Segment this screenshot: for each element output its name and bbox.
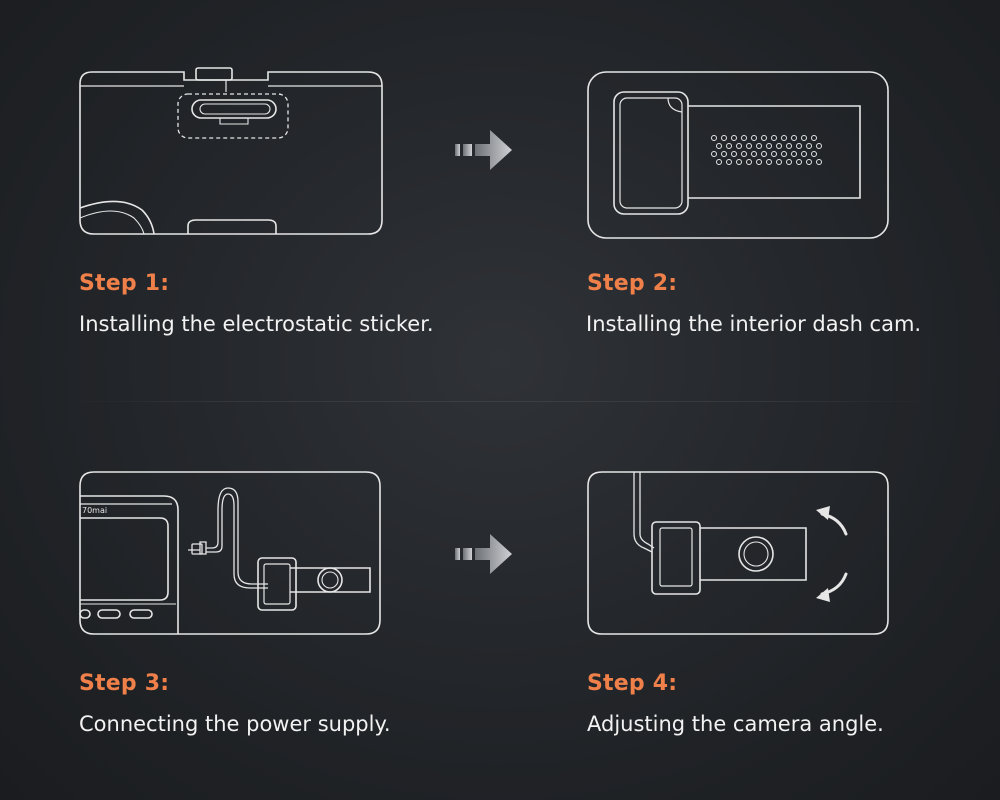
step-1-description: Installing the electrostatic sticker. — [79, 312, 434, 336]
arrow-right-icon — [452, 118, 516, 182]
step-2-title: Step 2: — [587, 271, 678, 296]
brand-mark: 70mai — [82, 506, 107, 515]
step-3-illustration: 70mai — [79, 471, 381, 640]
rotate-arrows-icon — [816, 506, 848, 602]
step-2-illustration — [587, 70, 889, 239]
row-divider — [60, 401, 940, 402]
arrow-right-icon — [452, 522, 516, 586]
step-1-illustration — [79, 67, 383, 238]
step-4-description: Adjusting the camera angle. — [587, 712, 884, 736]
step-2-description: Installing the interior dash cam. — [586, 312, 922, 336]
step-4-illustration — [587, 471, 889, 640]
step-1-title: Step 1: — [79, 271, 170, 296]
step-4-title: Step 4: — [587, 671, 678, 696]
step-3-description: Connecting the power supply. — [79, 712, 391, 736]
step-3-title: Step 3: — [79, 671, 170, 696]
